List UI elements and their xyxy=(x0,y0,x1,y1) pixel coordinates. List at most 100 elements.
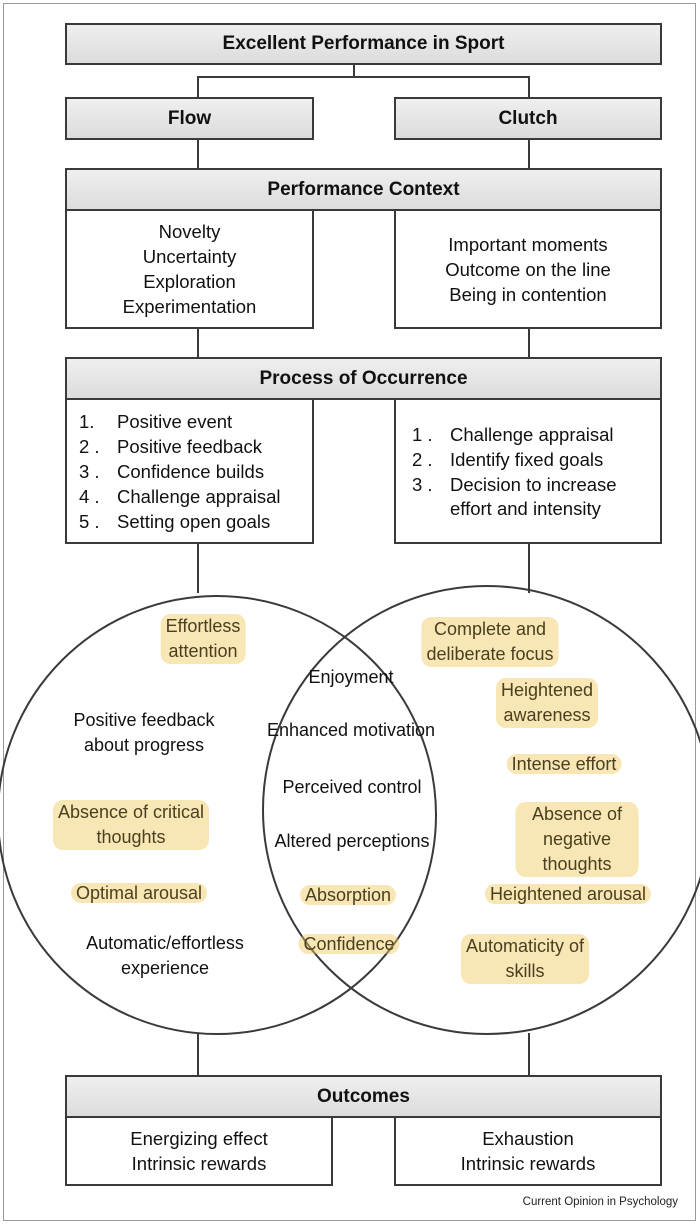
clutch-steps-list: 1 . Challenge appraisal 2 .Identify fixed… xyxy=(412,422,617,520)
connector-flow-process xyxy=(197,328,199,358)
clutch-context-item: Being in contention xyxy=(449,283,607,305)
connector-clutch-outcomes xyxy=(528,1033,530,1076)
clutch-circle xyxy=(262,585,700,1035)
shared-venn-item: Confidence xyxy=(298,932,400,957)
flow-outcome-item: Intrinsic rewards xyxy=(131,1153,267,1174)
shared-venn-item: Enhanced motivation xyxy=(267,718,435,743)
connector-clutch-context xyxy=(528,139,530,169)
step-number: 3 . xyxy=(79,460,100,482)
flow-step: 3 . Confidence builds xyxy=(79,459,281,484)
flow-venn-item: Effortless attention xyxy=(160,614,246,664)
shared-venn-text: Perceived control xyxy=(282,777,422,797)
clutch-context-item: Outcome on the line xyxy=(445,258,611,280)
process-header: Process of Occurrence xyxy=(65,357,662,400)
flow-box: Flow xyxy=(65,97,314,140)
flow-venn-item: Optimal arousal xyxy=(70,881,208,906)
connector-flow-outcomes xyxy=(197,1033,199,1076)
flow-venn-item: Automatic/effortless experience xyxy=(86,931,244,981)
clutch-step: 2 .Identify fixed goals xyxy=(412,447,617,472)
flow-circle xyxy=(0,595,437,1035)
flow-context-item: Uncertainty xyxy=(142,246,237,267)
connector-flow-up xyxy=(197,76,199,98)
flow-venn-text: Automatic/effortless experience xyxy=(86,933,244,978)
step-text: Decision to increase xyxy=(450,474,617,495)
connector-clutch-up xyxy=(528,76,530,98)
flow-venn-text: Optimal arousal xyxy=(70,883,208,903)
shared-venn-text: Confidence xyxy=(298,934,400,954)
clutch-venn-item: Intense effort xyxy=(506,752,622,777)
step-number: 2 . xyxy=(412,449,433,470)
step-number: 2 . xyxy=(79,435,100,457)
clutch-venn-item: Heightened arousal xyxy=(484,882,652,907)
source-credit: Current Opinion in Psychology xyxy=(522,1196,678,1208)
clutch-venn-text: Heightened awareness xyxy=(495,678,599,728)
clutch-outcome-item: Intrinsic rewards xyxy=(460,1153,596,1174)
clutch-venn-text: Heightened arousal xyxy=(484,884,652,904)
flow-context-box: Novelty Uncertainty Exploration Experime… xyxy=(65,209,314,329)
flow-step: 1. Positive event xyxy=(79,409,281,434)
flow-venn-text: Positive feedback about progress xyxy=(73,710,215,755)
step-text: Positive feedback xyxy=(117,435,263,457)
clutch-outcome-item: Exhaustion xyxy=(482,1128,574,1149)
outcomes-title: Outcomes xyxy=(317,1085,410,1107)
step-text: Challenge appraisal xyxy=(450,424,614,445)
step-number: 4 . xyxy=(79,485,100,507)
clutch-venn-item: Automaticity of skills xyxy=(460,934,590,984)
clutch-label: Clutch xyxy=(498,107,558,129)
diagram-title: Excellent Performance in Sport xyxy=(222,33,505,54)
clutch-venn-text: Automaticity of skills xyxy=(460,934,590,984)
shared-venn-text: Enjoyment xyxy=(308,667,394,687)
shared-venn-item: Perceived control xyxy=(282,775,421,800)
clutch-venn-item: Complete and deliberate focus xyxy=(421,617,559,667)
clutch-outcomes-box: Exhaustion Intrinsic rewards xyxy=(394,1116,662,1186)
flow-context-item: Exploration xyxy=(143,271,236,292)
connector-clutch-venn xyxy=(528,543,530,593)
performance-context-title: Performance Context xyxy=(267,178,460,200)
flow-outcomes-box: Energizing effect Intrinsic rewards xyxy=(65,1116,333,1186)
flow-label: Flow xyxy=(167,107,212,129)
flow-venn-text: Effortless attention xyxy=(160,614,246,664)
shared-venn-item: Absorption xyxy=(299,883,397,908)
clutch-step: 3 . Decision to increase xyxy=(412,472,617,497)
clutch-step: 1 . Challenge appraisal xyxy=(412,422,617,447)
connector-clutch-process xyxy=(528,328,530,358)
clutch-process-box: 1 . Challenge appraisal 2 .Identify fixed… xyxy=(394,398,662,544)
flow-step: 4 .Challenge appraisal xyxy=(79,484,281,509)
clutch-context-box: Important moments Outcome on the line Be… xyxy=(394,209,662,329)
step-number: 1 . xyxy=(412,424,433,445)
step-text: Positive event xyxy=(117,410,233,432)
flow-outcome-item: Energizing effect xyxy=(130,1128,268,1149)
flow-venn-text: Absence of critical thoughts xyxy=(52,800,210,850)
connector-title-bar xyxy=(197,76,530,78)
clutch-venn-text: Complete and deliberate focus xyxy=(421,617,559,667)
step-number: 3 . xyxy=(412,474,433,495)
connector-flow-venn xyxy=(197,543,199,593)
flow-venn-item: Positive feedback about progress xyxy=(73,708,214,758)
flow-process-box: 1. Positive event 2 . Positive feedback 3 … xyxy=(65,398,314,544)
step-continuation: effort and intensity xyxy=(450,498,601,519)
shared-venn-text: Absorption xyxy=(299,885,397,905)
step-text: Confidence builds xyxy=(117,460,265,482)
process-title: Process of Occurrence xyxy=(259,367,468,389)
flow-context-item: Experimentation xyxy=(122,296,257,317)
clutch-venn-text: Intense effort xyxy=(506,754,622,774)
connector-title-stem xyxy=(353,64,355,77)
flow-venn-item: Absence of critical thoughts xyxy=(52,800,210,850)
step-text: Setting open goals xyxy=(117,510,271,532)
clutch-box: Clutch xyxy=(394,97,662,140)
performance-context-header: Performance Context xyxy=(65,168,662,211)
flow-step: 2 . Positive feedback xyxy=(79,434,281,459)
step-number: 5 . xyxy=(79,510,100,532)
shared-venn-text: Enhanced motivation xyxy=(266,720,436,740)
connector-flow-context xyxy=(197,139,199,169)
clutch-venn-text: Absence of negative thoughts xyxy=(515,802,639,877)
diagram-frame xyxy=(3,3,696,1221)
outcomes-header: Outcomes xyxy=(65,1075,662,1118)
title-box: Excellent Performance in Sport xyxy=(65,23,662,65)
flow-context-item: Novelty xyxy=(158,221,221,242)
clutch-venn-item: Absence of negative thoughts xyxy=(515,802,639,877)
step-number: 1. xyxy=(79,410,95,432)
flow-step: 5 . Setting open goals xyxy=(79,509,281,534)
clutch-venn-item: Heightened awareness xyxy=(495,678,599,728)
